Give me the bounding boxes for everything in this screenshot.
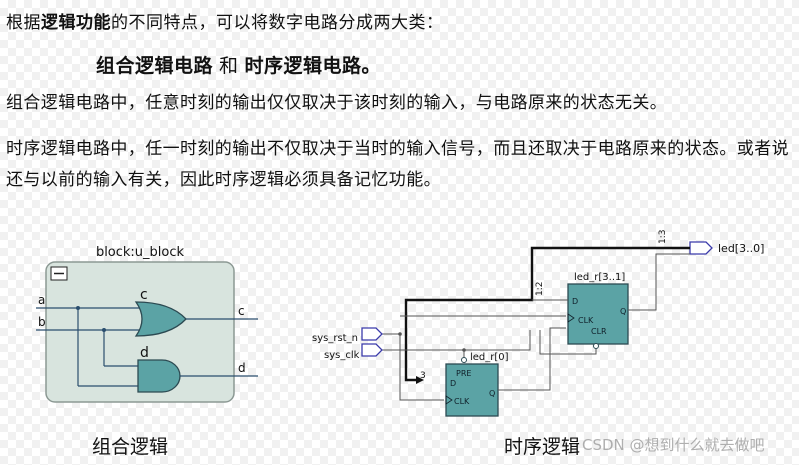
category-sequential: 时序逻辑电路	[244, 55, 362, 77]
output-port-label: led[3..0]	[718, 242, 764, 255]
register-bottom-q: Q	[489, 389, 495, 398]
register-bottom-pre: PRE	[456, 369, 471, 378]
or-gate	[134, 301, 187, 337]
bus-label-mid: 1:2	[535, 282, 545, 296]
register-bottom-d: D	[450, 379, 456, 388]
input-b-label: b	[38, 315, 46, 329]
combinational-diagram: block:u_block a b c d c d	[36, 245, 258, 403]
intro-bold: 逻辑功能	[41, 13, 111, 33]
input-a-label: a	[38, 293, 45, 307]
bus-label-top: 1:3	[658, 230, 668, 244]
output-bus	[404, 246, 690, 382]
register-top-d: D	[572, 297, 578, 306]
sequential-diagram: led[3..0] 1:3 1:2 3 led_r[3..1] D CLK Q …	[312, 230, 764, 417]
clr-bubble	[593, 343, 599, 349]
paragraph-combinational: 组合逻辑电路中，任意时刻的输出仅仅取决于该时刻的输入，与电路原来的状态无关。	[6, 93, 668, 113]
junction-b	[102, 328, 106, 332]
gate-c-label: c	[140, 287, 148, 303]
register-top-name: led_r[3..1]	[574, 272, 625, 283]
register-bottom-clk-triangle	[445, 395, 453, 405]
register-top-q: Q	[620, 307, 626, 316]
gate-d-label: d	[140, 345, 149, 361]
block-title: block:u_block	[96, 245, 185, 260]
junction-a	[76, 306, 80, 310]
categories-line: 组合逻辑电路和时序逻辑电路。	[96, 51, 381, 78]
output-c-label: c	[238, 304, 245, 318]
category-joiner: 和	[219, 55, 239, 77]
intro-pre: 根据	[6, 13, 41, 33]
register-bottom	[445, 363, 499, 417]
register-top-clr: CLR	[591, 327, 607, 336]
caption-combinational: 组合逻辑	[92, 436, 169, 458]
category-combinational: 组合逻辑电路	[96, 55, 214, 77]
input-port-rst	[361, 343, 383, 357]
output-port	[689, 241, 713, 255]
bus-arrow	[416, 376, 424, 384]
input-port-clk	[361, 327, 383, 341]
watermark: CSDN @想到什么就去做吧	[582, 436, 765, 454]
caption-sequential: 时序逻辑	[504, 436, 581, 458]
bus-label-in: 3	[420, 371, 426, 381]
input-clk-label: sys_clk	[324, 350, 360, 361]
rst-junction	[462, 348, 466, 352]
input-rst-label: sys_rst_n	[312, 333, 358, 344]
category-end: 。	[361, 55, 382, 77]
paragraph-sequential: 时序逻辑电路中，任一时刻的输出不仅取决于当时的输入信号，而且还取决于电路原来的状…	[6, 139, 789, 190]
pre-bubble	[461, 357, 467, 363]
clk-junction	[398, 332, 402, 336]
register-top-clk: CLK	[578, 316, 594, 325]
intro-line: 根据逻辑功能的不同特点，可以将数字电路分成两大类：	[6, 8, 444, 33]
register-top-clk-triangle	[567, 313, 575, 323]
output-d-label: d	[238, 361, 246, 375]
intro-post: 的不同特点，可以将数字电路分成两大类：	[111, 13, 444, 33]
register-bottom-name: led_r[0]	[470, 352, 509, 363]
thin-wires	[382, 253, 690, 401]
register-bottom-clk: CLK	[454, 397, 470, 406]
and-gate	[137, 359, 181, 393]
